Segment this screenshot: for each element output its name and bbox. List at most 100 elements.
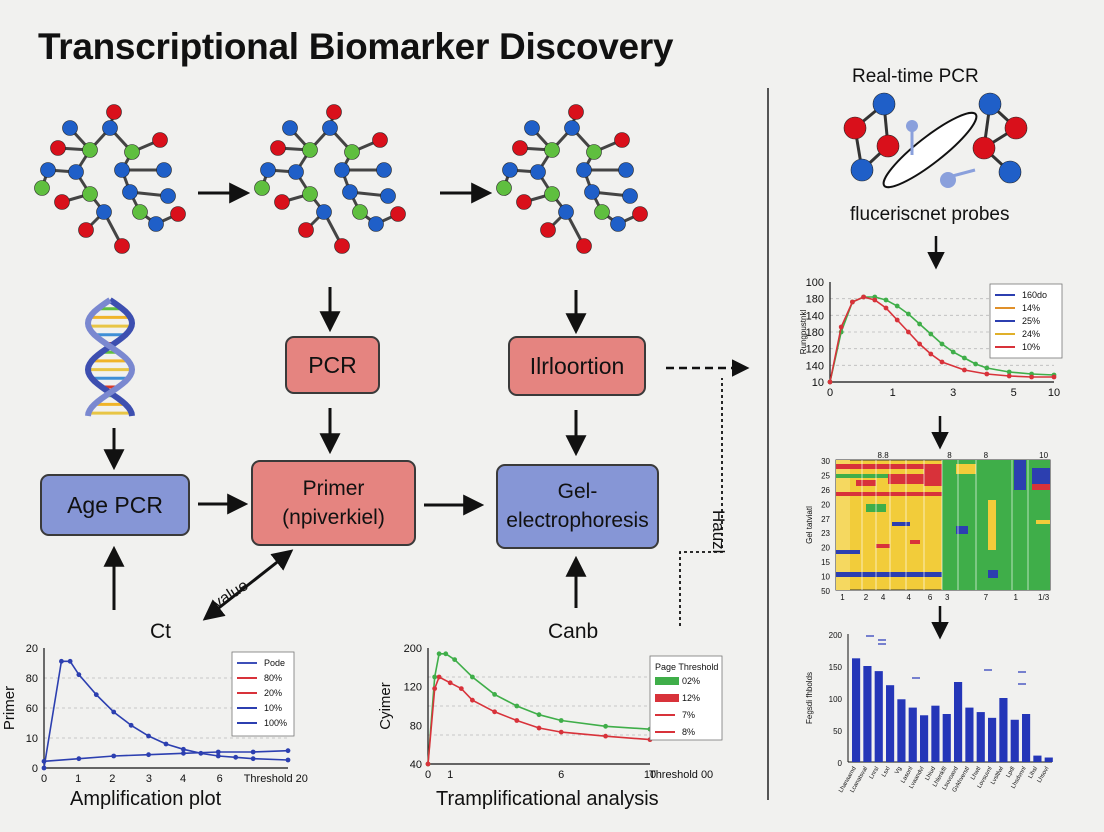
gel-band [1032,468,1050,484]
primer-box[interactable]: Primer (npiverkiel) [251,460,416,546]
chart-data-point [838,324,844,330]
gel-x-tick: 7 [984,593,989,602]
molecule-atom [302,142,318,158]
chart-y-tick: 10 [812,377,824,389]
bar [920,715,929,762]
molecule-atom [260,162,276,178]
molecule-atom [576,162,592,178]
molecule-atom [530,164,546,180]
molecule-atom [102,120,118,136]
bar-category-label: Lpdl [1006,766,1017,779]
molecule-atom [568,104,584,120]
molecule-atom [282,120,298,136]
chart-data-point [603,733,608,739]
chart-data-point [962,355,967,361]
molecule-atom [344,144,360,160]
chart-data-point [917,341,922,347]
molecule-atom [62,120,78,136]
chart-x-tick: 1 [890,387,896,399]
chart-y-label: Cyimer [377,682,394,730]
gel-y-tick: 25 [821,471,830,480]
chart-data-point [917,321,922,327]
chart-y-tick: 40 [410,759,422,771]
chart-data-point [215,753,221,759]
chart-data-point [181,750,186,756]
chart-data-point [436,674,442,680]
chart-data-point [163,741,169,747]
chart-y-tick: 0 [32,763,38,775]
gel-band [876,544,890,548]
chart-x-tick: 5 [1011,387,1017,399]
bar-y-label: Fegsdi fhbolds [805,672,814,724]
molecule-atom [564,120,580,136]
molecule-atom [302,186,318,202]
chart-data-point [111,709,117,715]
chart-data-point [41,765,47,771]
molecule-atom [516,194,532,210]
chart-data-point [1051,374,1057,380]
gel-band [836,550,860,554]
chart-y-tick: 180 [806,294,824,306]
chart-data-point [432,686,438,691]
chart-data-point [1029,374,1034,380]
iloortion-box-label: Ilrloortion [529,352,625,379]
chart-legend-entry: 14% [1022,303,1040,313]
page-title: Transcriptional Biomarker Discovery [38,26,674,67]
bar [999,698,1008,762]
chart-data-point [146,752,151,758]
chart-data-point [906,329,911,335]
chart-y-tick: 120 [806,344,824,356]
molecule-atom [496,180,512,196]
molecule-atom [558,204,574,220]
gel-y-tick: 30 [821,457,830,466]
molecule-atom [50,140,66,156]
pcr-box[interactable]: PCR [285,336,380,394]
chart-y-tick: 60 [26,703,38,715]
chart-y-label: Primer [1,686,18,730]
gel-electrophoresis-box[interactable]: Gel- electrophoresis [496,464,659,549]
molecule-atom [322,120,338,136]
bar [988,717,997,762]
gel-band [956,464,976,474]
chart-data-point [536,712,542,718]
chart-data-point [181,746,186,752]
chart-x-tick: 3 [146,773,152,785]
molecule-atom [632,206,648,222]
bar-y-tick: 100 [829,695,843,704]
chart-data-point [872,297,878,303]
bar [976,712,985,762]
pcr-box-label: PCR [308,351,357,378]
gel-x-tick: 4 [881,593,886,602]
chart-y-label: Rungpustnkl [799,310,808,355]
dna-strand [84,297,136,417]
bar [1010,719,1019,762]
chart-x-tick: 10 [1048,387,1060,399]
chart-legend-title: Page Threshold [655,662,718,672]
gel-band [924,468,942,486]
molecule-atom [576,238,592,254]
chart-data-point [436,651,442,657]
chart-legend-entry: 7% [682,710,695,720]
bar-category-label: Lihsl [1028,766,1039,780]
chart-y-tick: 140 [806,310,824,322]
chart-x-tick: Threshold 20 [244,773,308,785]
molecule-atom [132,204,148,220]
gel-y-label: Gel tatviatl [805,506,814,544]
bar [897,699,906,762]
gel-x-tick: 1 [1014,593,1019,602]
gel-box-line1: Gel- [557,480,598,504]
chart-y-tick: 180 [806,327,824,339]
molecule-atom [376,162,392,178]
bar-y-tick: 150 [829,663,843,672]
gel-band [988,500,996,550]
chart-data-point [928,351,934,357]
chart-y-tick: 200 [404,643,422,655]
bar-category-label: Lnrsl [869,766,881,780]
age-pcr-box[interactable]: Age PCR [40,474,190,536]
probes-label: fluceriscnet probes [850,204,1010,225]
transcriptional-analysis-caption: Tramplificational analysis [436,788,659,810]
iloortion-box[interactable]: Ilrloortion [508,336,646,396]
chart-data-point [76,756,82,762]
molecule-atom [540,222,556,238]
chart-data-point [470,674,475,680]
